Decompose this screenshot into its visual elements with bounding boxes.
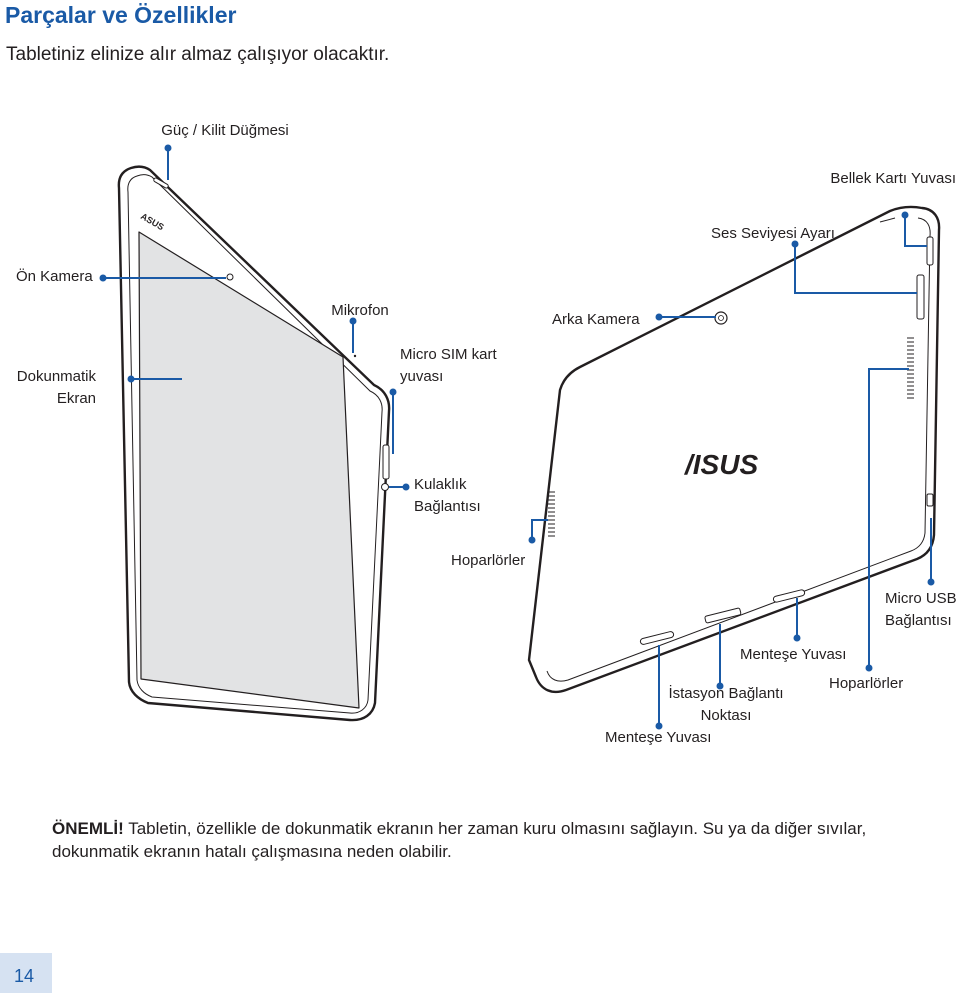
- front-logo: ASUS: [139, 211, 166, 232]
- important-note-label: ÖNEMLİ!: [52, 819, 124, 838]
- label-hinge-slot-bottom: Menteşe Yuvası: [605, 729, 712, 746]
- label-rear-camera: Arka Kamera: [552, 311, 640, 328]
- memory-card-slot: [926, 236, 934, 266]
- front-tablet: ASUS: [117, 165, 391, 722]
- page-number-bar: [0, 953, 52, 993]
- label-touch-screen-line1: Dokunmatik: [16, 368, 96, 385]
- label-volume-key: Ses Seviyesi Ayarı: [711, 225, 835, 242]
- label-micro-usb-line2: Bağlantısı: [885, 612, 952, 629]
- speaker-grille-right: [907, 337, 914, 399]
- headphone-jack: [381, 483, 389, 491]
- speaker-grille-left: [548, 491, 555, 537]
- label-microphone: Mikrofon: [331, 302, 389, 319]
- label-memory-card-slot: Bellek Kartı Yuvası: [830, 170, 956, 187]
- hinge-slot-left: [639, 631, 675, 645]
- micro-usb-port: [926, 493, 934, 507]
- label-dock-connector-line1: İstasyon Bağlantı: [668, 685, 784, 702]
- front-tablet-outer: [117, 165, 391, 722]
- volume-key: [916, 274, 925, 320]
- label-micro-sim-line2: yuvası: [400, 368, 444, 385]
- touch-screen: [138, 231, 360, 709]
- label-speakers-right: Hoparlörler: [829, 675, 904, 692]
- important-note-text: Tabletin, özellikle de dokunmatik ekranı…: [52, 819, 867, 861]
- label-speakers-left: Hoparlörler: [451, 552, 526, 569]
- important-note: ÖNEMLİ! Tabletin, özellikle de dokunmati…: [52, 817, 932, 863]
- hinge-slot-right: [772, 589, 806, 603]
- label-micro-sim-line1: Micro SIM kart: [400, 346, 497, 363]
- label-front-camera: Ön Kamera: [16, 268, 93, 285]
- front-tablet-inner-edge: [127, 174, 383, 714]
- label-hinge-slot-right: Menteşe Yuvası: [740, 646, 847, 663]
- label-headphone-line2: Bağlantısı: [414, 498, 481, 515]
- front-camera: [226, 273, 234, 281]
- back-tablet-edge-highlight: [879, 217, 896, 223]
- callout-dots: [99, 144, 935, 730]
- label-micro-usb-line1: Micro USB: [885, 590, 957, 607]
- dock-connector: [704, 607, 742, 624]
- label-dock-connector-line2: Noktası: [700, 707, 752, 724]
- back-tablet-inner-edge: [546, 217, 931, 682]
- rear-camera-lens: [718, 315, 724, 321]
- microphone-hole: [353, 354, 357, 358]
- page-title: Parçalar ve Özellikler: [5, 2, 237, 28]
- power-button: [153, 177, 169, 189]
- page-number: 14: [14, 966, 35, 986]
- micro-sim-slot: [382, 444, 390, 480]
- label-headphone-line1: Kulaklık: [414, 476, 467, 493]
- back-tablet-outer: [527, 205, 941, 694]
- page-subtitle: Tabletiniz elinize alır almaz çalışıyor …: [6, 44, 390, 65]
- back-tablet: /ISUS: [527, 205, 941, 694]
- back-logo: /ISUS: [683, 449, 758, 480]
- label-power-lock-button: Güç / Kilit Düğmesi: [161, 122, 289, 139]
- callout-lines: [103, 148, 932, 726]
- label-touch-screen-line2: Ekran: [56, 390, 96, 407]
